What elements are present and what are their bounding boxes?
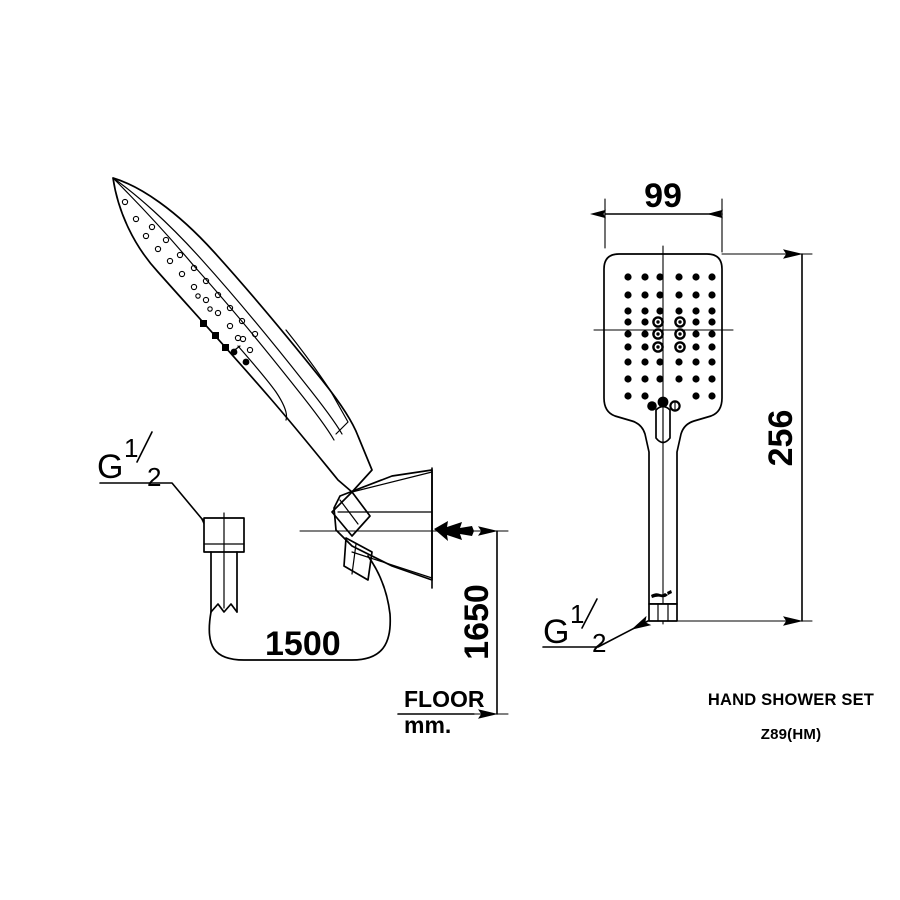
model-code: Z89(HM): [761, 726, 822, 743]
ring-hole: [674, 341, 686, 353]
front-thread-g-letter: G: [543, 613, 569, 651]
front-thread-denominator: 2: [592, 628, 606, 658]
side-thread-fraction-bar: [136, 431, 153, 463]
mounting-height-dimension: 1650: [458, 584, 496, 660]
side-thread-g-letter: G: [97, 448, 123, 486]
front-view-thread-label-leader: [542, 615, 652, 648]
ring-hole: [674, 328, 686, 340]
front-thread-numerator: 1: [570, 599, 584, 629]
front-height-dimension-group: 256: [676, 249, 813, 626]
floor-label: FLOOR: [404, 686, 485, 712]
side-thread-denominator: 2: [147, 462, 161, 492]
front-view-outlet-detail: [655, 405, 671, 444]
units-label: mm.: [404, 712, 451, 738]
title-block: HAND SHOWER SET Z89(HM): [708, 691, 874, 743]
brand-logo-mark: [651, 590, 672, 598]
side-view-thread-label-leader: [99, 482, 217, 536]
hose-length-dimension: 1500: [265, 625, 341, 663]
side-view-shower-head: [112, 177, 373, 537]
side-view-group: G 1 2 1500 1650 FLOOR: [97, 177, 509, 738]
front-view-spray-hole-grid: [624, 273, 716, 400]
floor-note-group: FLOOR mm.: [397, 686, 485, 738]
side-view-wall-bracket: [333, 469, 433, 581]
side-view-spray-holes: [121, 198, 259, 366]
front-view-center-jets: [647, 396, 681, 412]
ring-jet: [669, 400, 681, 412]
width-dimension: 99: [644, 177, 682, 215]
front-view-group: 99: [542, 177, 813, 658]
ring-hole: [674, 316, 686, 328]
flexible-hose: [208, 555, 392, 661]
product-name: HAND SHOWER SET: [708, 691, 874, 709]
width-dimension-group: 99: [590, 177, 723, 253]
hose-inlet-fitting: [203, 512, 245, 613]
front-thread-fraction-bar: [581, 598, 598, 629]
front-view-outlet-nut: [648, 603, 678, 622]
ring-hole: [652, 316, 664, 328]
side-thread-numerator: 1: [124, 433, 138, 463]
front-height-dimension: 256: [762, 410, 800, 467]
ring-hole: [652, 341, 664, 353]
ring-hole: [652, 328, 664, 340]
mounting-height-dimension-group: 1650: [397, 526, 509, 719]
